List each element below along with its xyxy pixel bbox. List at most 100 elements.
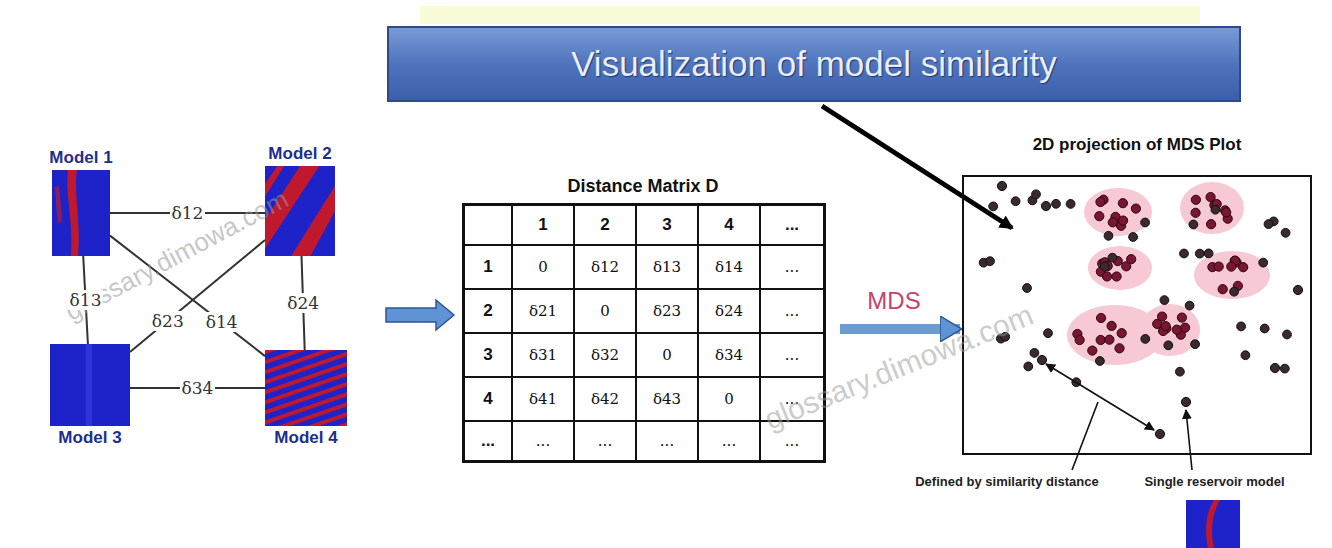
table-cell-text: δ34 (715, 346, 743, 364)
matrix-cell: δ24 (698, 289, 760, 333)
model-dots (979, 181, 1302, 438)
leader-line (1072, 402, 1098, 470)
table-cell-text: ... (785, 302, 799, 320)
model-dot (1241, 351, 1250, 360)
table-cell-text: 3 (483, 345, 492, 365)
model-dot (1052, 199, 1061, 208)
matrix-cell: 0 (574, 289, 636, 333)
matrix-cell: 2 (464, 289, 512, 333)
model-dot (989, 202, 998, 211)
matrix-cell: 1 (512, 205, 574, 245)
model-dot (1096, 357, 1105, 366)
model-node: Model 3 (48, 344, 132, 448)
model-dot (1218, 285, 1227, 294)
model-dot (1222, 208, 1231, 217)
model-label: Model 3 (48, 428, 132, 448)
matrix-cell: δ12 (574, 245, 636, 289)
model-dot (1032, 190, 1041, 199)
distance-label: δ24 (285, 293, 321, 313)
model-dot (1260, 324, 1269, 333)
model-dot (1189, 220, 1198, 229)
model-dot (1230, 287, 1239, 296)
table-cell-text: δ32 (591, 346, 619, 364)
model-node: Model 4 (263, 350, 349, 448)
model-dot (1066, 200, 1075, 209)
model-dot (1096, 197, 1105, 206)
model-dot (1115, 344, 1124, 353)
table-cell-text: δ13 (653, 258, 681, 276)
model-label: Model 1 (47, 148, 114, 168)
model-dot (1211, 205, 1220, 214)
model-dot (1096, 335, 1105, 344)
model-dot (1237, 322, 1246, 331)
matrix-cell: 4 (698, 205, 760, 245)
model-dot (1172, 325, 1181, 334)
model-dot (1185, 301, 1194, 310)
matrix-cell: ... (760, 421, 824, 461)
matrix-cell: δ23 (636, 289, 698, 333)
model-dot (1270, 363, 1279, 372)
model-dot (1264, 220, 1273, 229)
distance-label: δ14 (204, 312, 240, 332)
model-node: Model 1 (47, 148, 114, 256)
matrix-cell: δ21 (512, 289, 574, 333)
model-dot (1104, 231, 1113, 240)
model-dot (1239, 263, 1248, 272)
model-dot (1030, 349, 1039, 358)
matrix-cell: δ34 (698, 333, 760, 377)
matrix-node: Distance Matrix D1234...10δ12δ13δ14...2δ… (462, 176, 824, 463)
matrix-cell: 0 (698, 377, 760, 421)
table-cell-text: ... (785, 215, 799, 235)
model-dot (1259, 258, 1268, 267)
cluster-halo (1180, 182, 1244, 234)
matrix-cell: δ13 (636, 245, 698, 289)
model-dot (1088, 346, 1097, 355)
table-cell-text: δ23 (653, 302, 681, 320)
table-cell-text: δ42 (591, 390, 619, 408)
plot-frame (962, 175, 1312, 455)
title-text: Visualization of model similarity (388, 27, 1240, 101)
matrix-cell: ... (760, 245, 824, 289)
model-dot (1191, 208, 1200, 217)
matrix-cell: δ41 (512, 377, 574, 421)
table-cell-text: δ31 (529, 346, 557, 364)
table-cell-text: δ14 (715, 258, 743, 276)
distance-line (110, 236, 265, 357)
table-cell-text: ... (598, 432, 612, 450)
model-dot (986, 257, 995, 266)
model-dot (1283, 330, 1292, 339)
model-dot (1227, 262, 1236, 271)
model-dot (1102, 272, 1111, 281)
model-dot (1281, 228, 1290, 237)
table-cell-text: 3 (662, 215, 671, 235)
matrix-cell: ... (760, 377, 824, 421)
matrix-cell: 0 (512, 245, 574, 289)
matrix-cell: δ43 (636, 377, 698, 421)
title-band (388, 27, 1240, 101)
table-cell-text: δ41 (529, 390, 557, 408)
model-image (265, 166, 335, 256)
model-image (52, 170, 110, 256)
model-dot (1191, 195, 1200, 204)
model-dot (1119, 216, 1128, 225)
table-cell-text: δ43 (653, 390, 681, 408)
model-dot (1153, 319, 1162, 328)
table-cell-text: ... (536, 432, 550, 450)
table-cell-text: 0 (724, 390, 734, 408)
matrix-cell: ... (760, 289, 824, 333)
model-dot (1118, 199, 1127, 208)
top-strip (420, 6, 1200, 24)
table-cell-text: ... (660, 432, 674, 450)
model-dot (1095, 212, 1104, 221)
table-cell-text: 0 (600, 302, 610, 320)
matrix-cell: 3 (464, 333, 512, 377)
leader-arrow (1186, 410, 1192, 470)
model-dot (1195, 249, 1204, 258)
table-cell-text: δ24 (715, 302, 743, 320)
matrix-cell: 0 (636, 333, 698, 377)
matrix-cell: 3 (636, 205, 698, 245)
table-cell-text: ... (785, 258, 799, 276)
table-cell-text: ... (481, 431, 495, 451)
matrix-cell (464, 205, 512, 245)
